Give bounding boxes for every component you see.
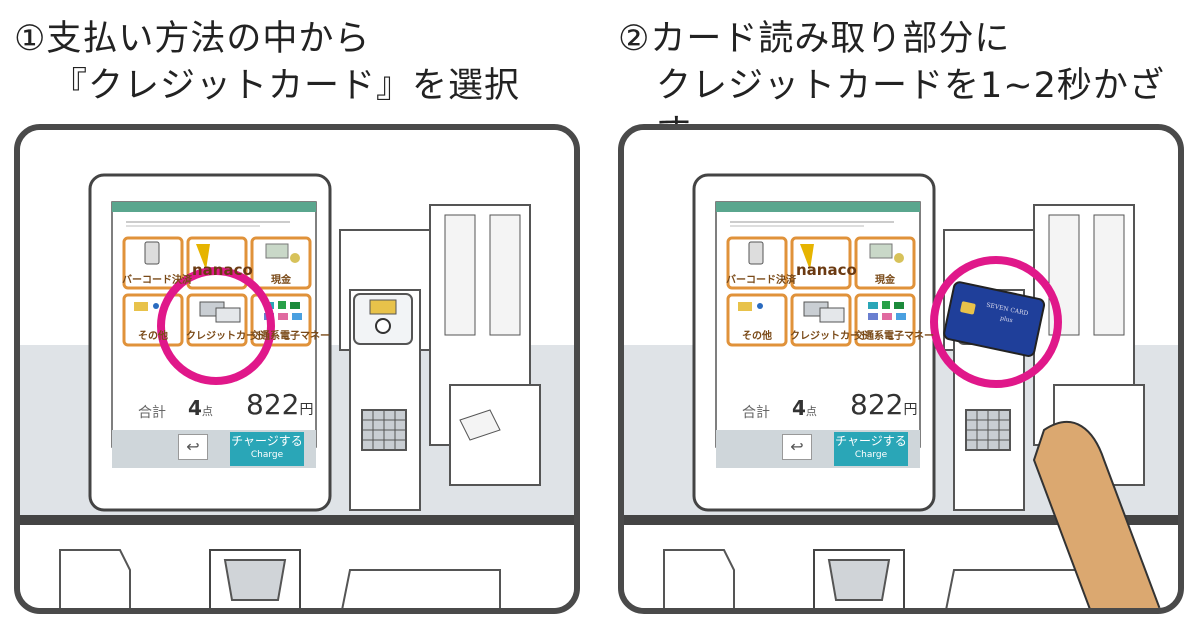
nanaco-logo	[800, 244, 814, 270]
step1-illustration: バーコード決済 nanaco 現金 その他 クレジットカード 交通系電子マネー …	[14, 124, 580, 614]
barcode-phone-icon	[748, 241, 764, 265]
step2-caption: ②カード読み取り部分に クレジットカードを1~2秒かざす	[618, 16, 1200, 157]
quantity-value: 4	[792, 396, 806, 420]
charge-label: チャージする	[835, 434, 907, 448]
amount-display: 822円	[850, 388, 917, 421]
chip-icon	[960, 301, 976, 315]
step1-scene	[20, 130, 574, 608]
tile-other-label[interactable]: その他	[742, 331, 772, 342]
currency-unit: 円	[299, 402, 314, 418]
receipt-slot-icon	[209, 549, 301, 608]
total-label: 合計	[138, 405, 166, 421]
quantity-value: 4	[188, 396, 202, 420]
tile-transit-label[interactable]: 交通系電子マネー	[854, 331, 934, 342]
tile-credit-label[interactable]: クレジットカード	[186, 331, 266, 342]
back-button[interactable]: ↩	[178, 434, 208, 460]
quantity-unit: 点	[805, 405, 817, 418]
charge-sublabel: Charge	[250, 450, 284, 460]
step2-line2: クレジットカードを1~2秒かざす	[656, 66, 1165, 153]
tile-nanaco-label[interactable]: nanaco	[796, 261, 857, 279]
amount-display: 822円	[246, 388, 313, 421]
amount-value: 822	[246, 388, 300, 421]
contactless-icon	[375, 318, 391, 334]
other-cards-icon	[738, 302, 752, 311]
step2-scene	[624, 130, 1178, 608]
step1-caption: ①支払い方法の中から 『クレジットカード』を選択	[14, 16, 520, 110]
total-label: 合計	[742, 405, 770, 421]
back-button[interactable]: ↩	[782, 434, 812, 460]
cash-icon	[265, 243, 289, 259]
tile-barcode-label[interactable]: バーコード決済	[122, 275, 192, 286]
barcode-phone-icon	[144, 241, 160, 265]
highlight-circle	[930, 256, 1062, 388]
tile-credit-label[interactable]: クレジットカード	[790, 331, 870, 342]
card-terminal	[339, 229, 433, 511]
cash-icon	[869, 243, 893, 259]
tile-barcode-label[interactable]: バーコード決済	[726, 275, 796, 286]
tile-cash-label[interactable]: 現金	[271, 275, 291, 286]
tile-transit-label[interactable]: 交通系電子マネー	[250, 331, 330, 342]
tile-other-label[interactable]: その他	[138, 331, 168, 342]
quantity-unit: 点	[201, 405, 213, 418]
charge-button[interactable]: チャージする Charge	[834, 432, 908, 466]
highlight-circle	[157, 267, 275, 385]
quantity-display: 4点	[792, 396, 817, 420]
quantity-display: 4点	[188, 396, 213, 420]
currency-unit: 円	[903, 402, 918, 418]
tile-nanaco-label[interactable]: nanaco	[192, 261, 253, 279]
hand-arm	[1032, 420, 1161, 608]
charge-button[interactable]: チャージする Charge	[230, 432, 304, 466]
credit-card	[943, 281, 1046, 357]
step1-line1: ①支払い方法の中から	[14, 19, 371, 59]
step1-line2: 『クレジットカード』を選択	[52, 66, 521, 106]
nanaco-logo	[196, 244, 210, 270]
step2-illustration: バーコード決済 nanaco 現金 その他 クレジットカード 交通系電子マネー …	[618, 124, 1184, 614]
other-cards-icon	[134, 302, 148, 311]
receipt-slot-icon	[813, 549, 905, 608]
printer-unit	[429, 204, 541, 486]
tile-cash-label[interactable]: 現金	[875, 275, 895, 286]
transit-ic-icon	[868, 301, 906, 320]
charge-label: チャージする	[231, 434, 303, 448]
charge-sublabel: Charge	[854, 450, 888, 460]
amount-value: 822	[850, 388, 904, 421]
step2-line1: ②カード読み取り部分に	[618, 19, 1011, 59]
